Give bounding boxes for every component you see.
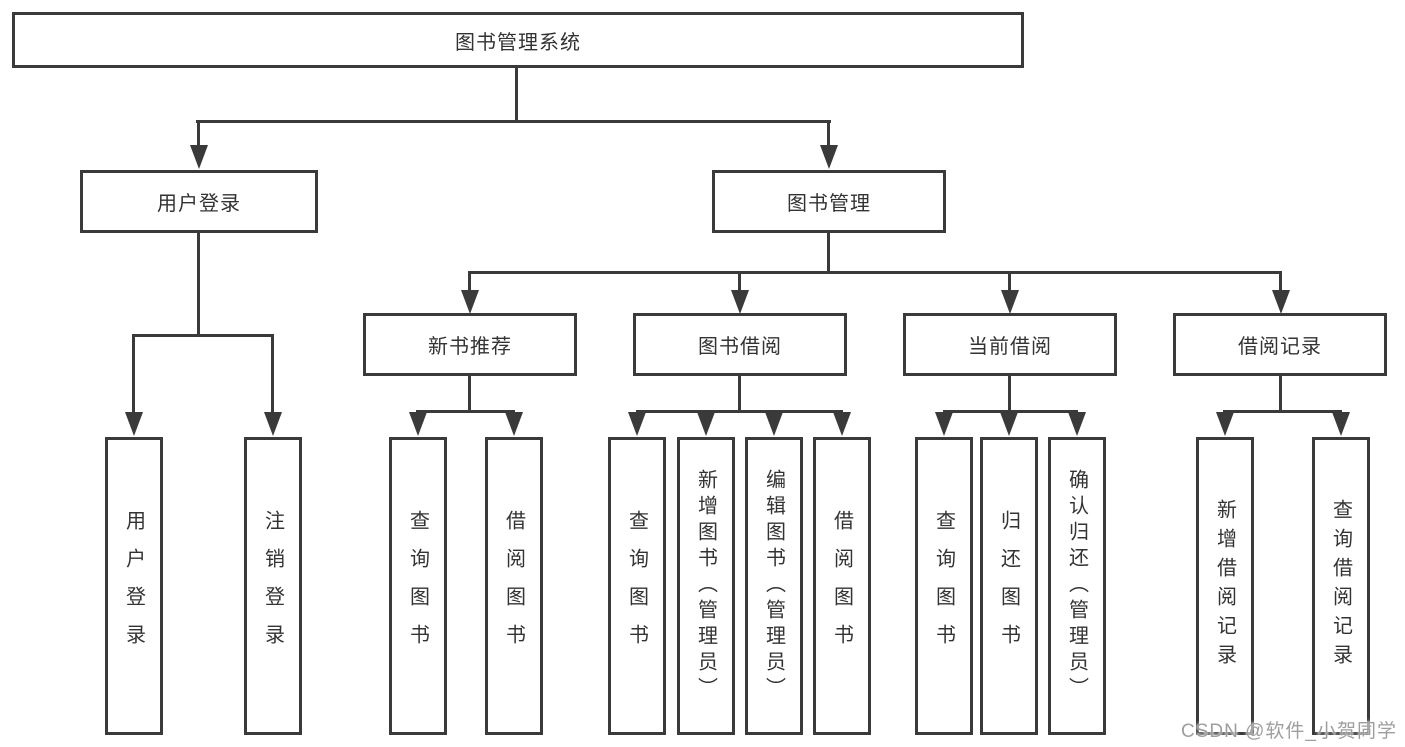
node-current-borrowing-label: 当前借阅 (968, 336, 1052, 358)
node-current-borrowing: 当前借阅 (903, 313, 1117, 376)
connector-line (827, 233, 830, 271)
node-borrowing-records: 借阅记录 (1173, 313, 1387, 376)
node-cb-query-book: 查询图书 (915, 437, 973, 735)
connector-line (1008, 271, 1011, 291)
arrow-down-icon (935, 412, 953, 436)
arrow-down-icon (1001, 290, 1019, 314)
node-bb-query-book: 查询图书 (608, 437, 666, 735)
node-cb-return-book-label: 归还图书 (997, 510, 1020, 662)
connector-line (271, 334, 274, 413)
arrow-down-icon (190, 145, 208, 169)
node-book-borrowing: 图书借阅 (633, 313, 847, 376)
node-cb-confirm-return-admin: 确认归还（管理员） (1048, 437, 1106, 735)
connector-line (1279, 376, 1282, 410)
connector-line (196, 120, 831, 123)
arrow-down-icon (461, 290, 479, 314)
arrow-down-icon (125, 412, 143, 436)
connector-line (827, 120, 830, 146)
node-nb-query-book: 查询图书 (389, 437, 447, 735)
node-book-borrowing-label: 图书借阅 (698, 336, 782, 358)
connector-line (1008, 376, 1011, 410)
node-new-book-recommend: 新书推荐 (363, 313, 577, 376)
connector-line (468, 271, 471, 291)
node-user-login-label: 用户登录 (157, 193, 241, 215)
node-nb-query-book-label: 查询图书 (406, 510, 429, 662)
node-bb-borrow-book: 借阅图书 (813, 437, 871, 735)
node-borrowing-records-label: 借阅记录 (1238, 336, 1322, 358)
node-br-query-record-label: 查询借阅记录 (1329, 499, 1352, 673)
node-bb-edit-book-admin-label: 编辑图书（管理员） (762, 469, 785, 703)
arrow-down-icon (628, 412, 646, 436)
connector-line (416, 410, 515, 413)
arrow-down-icon (1332, 412, 1350, 436)
arrow-down-icon (409, 412, 427, 436)
arrow-down-icon (820, 145, 838, 169)
arrow-down-icon (1216, 412, 1234, 436)
connector-line (738, 271, 741, 291)
node-br-add-record-label: 新增借阅记录 (1213, 499, 1236, 673)
node-root: 图书管理系统 (12, 12, 1024, 68)
connector-line (1279, 271, 1282, 291)
connector-line (468, 271, 1282, 274)
connector-line (636, 410, 843, 413)
node-bb-edit-book-admin: 编辑图书（管理员） (745, 437, 803, 735)
arrow-down-icon (697, 412, 715, 436)
node-bb-query-book-label: 查询图书 (625, 510, 648, 662)
arrow-down-icon (505, 412, 523, 436)
node-cb-query-book-label: 查询图书 (932, 510, 955, 662)
node-login-label: 用户登录 (122, 510, 145, 662)
node-book-management-label: 图书管理 (787, 193, 871, 215)
connector-line (197, 120, 200, 146)
connector-line (515, 68, 518, 120)
arrow-down-icon (1068, 412, 1086, 436)
connector-line (738, 376, 741, 410)
connector-line (1223, 410, 1342, 413)
node-br-query-record: 查询借阅记录 (1312, 437, 1370, 735)
connector-line (132, 334, 274, 337)
node-bb-borrow-book-label: 借阅图书 (830, 510, 853, 662)
csdn-watermark: CSDN @软件_小贺同学 (1181, 721, 1397, 742)
node-new-book-recommend-label: 新书推荐 (428, 336, 512, 358)
node-logout-label: 注销登录 (261, 510, 284, 662)
node-root-label: 图书管理系统 (455, 31, 581, 54)
node-user-login: 用户登录 (80, 170, 318, 233)
node-logout: 注销登录 (244, 437, 302, 735)
node-book-management: 图书管理 (712, 170, 946, 233)
arrow-down-icon (765, 412, 783, 436)
node-bb-add-book-admin: 新增图书（管理员） (677, 437, 735, 735)
connector-line (197, 233, 200, 334)
node-br-add-record: 新增借阅记录 (1196, 437, 1254, 735)
node-bb-add-book-admin-label: 新增图书（管理员） (694, 469, 717, 703)
arrow-down-icon (1272, 290, 1290, 314)
node-login: 用户登录 (105, 437, 163, 735)
node-cb-return-book: 归还图书 (980, 437, 1038, 735)
node-nb-borrow-book-label: 借阅图书 (502, 510, 525, 662)
connector-line (132, 334, 135, 413)
arrow-down-icon (1000, 412, 1018, 436)
arrow-down-icon (264, 412, 282, 436)
node-cb-confirm-return-admin-label: 确认归还（管理员） (1065, 469, 1088, 703)
arrow-down-icon (731, 290, 749, 314)
connector-line (468, 376, 471, 410)
arrow-down-icon (833, 412, 851, 436)
connector-line (943, 410, 1078, 413)
node-nb-borrow-book: 借阅图书 (485, 437, 543, 735)
